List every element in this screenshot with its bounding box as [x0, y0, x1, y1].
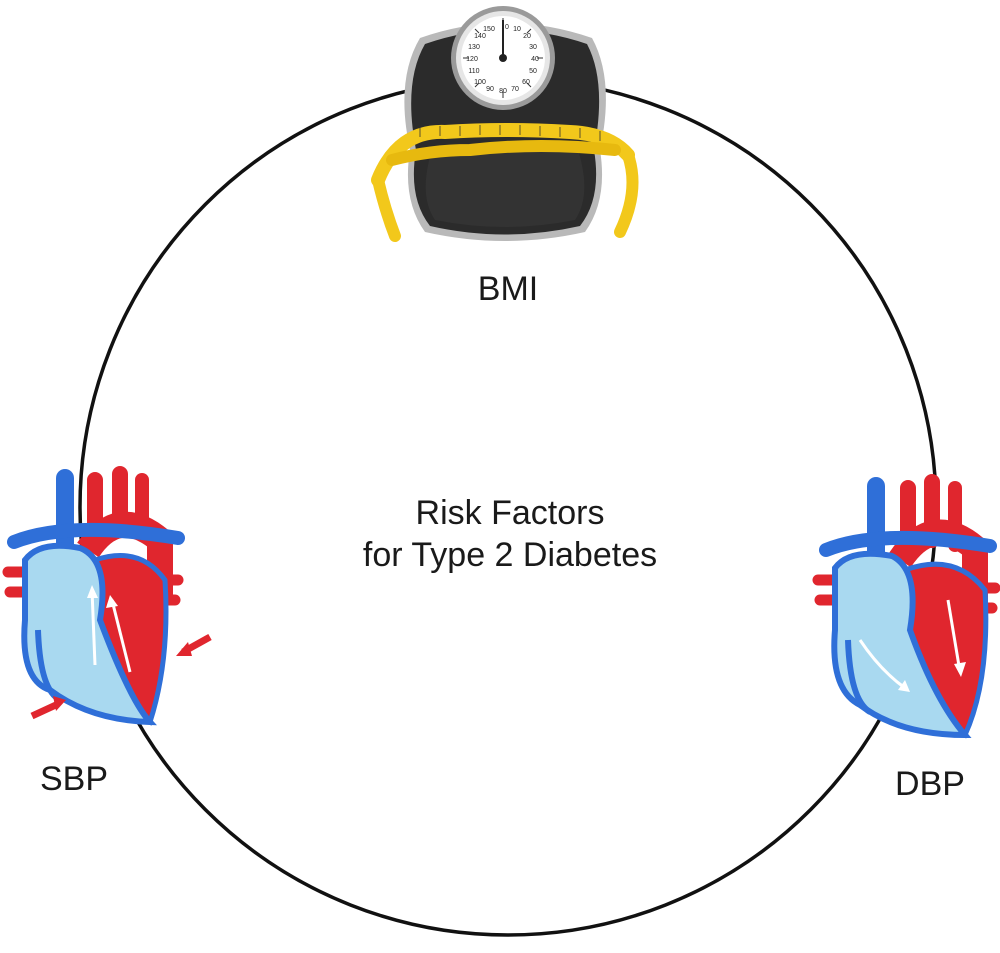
- dial-number: 130: [468, 44, 480, 51]
- heart-diastole-icon: [812, 474, 1000, 739]
- center-title-line2: for Type 2 Diabetes: [362, 536, 658, 574]
- dbp-label: DBP: [895, 765, 965, 803]
- dial-number: 50: [529, 68, 537, 75]
- center-title-line1: Risk Factors: [415, 494, 605, 532]
- dial-number: 0: [505, 24, 509, 31]
- dial-number: 140: [474, 33, 486, 40]
- dial-number: 100: [474, 79, 486, 86]
- dial-number: 20: [523, 33, 531, 40]
- heart-systole-icon: [2, 466, 212, 726]
- center-title: Risk Factors for Type 2 Diabetes: [300, 492, 720, 576]
- dial-number: 120: [466, 56, 478, 63]
- dial-number: 40: [531, 56, 539, 63]
- dial-number: 80: [499, 88, 507, 95]
- bathroom-scale-with-tape-measure-icon: 150 0 10 20 30 40 50 60 70 80 90 100 110…: [371, 6, 639, 242]
- dial-number: 150: [483, 26, 495, 33]
- dial-number: 60: [522, 79, 530, 86]
- dial-number: 90: [486, 86, 494, 93]
- dial-number: 110: [468, 68, 479, 75]
- dial-number: 70: [511, 86, 519, 93]
- bmi-label: BMI: [477, 270, 539, 308]
- dial-number: 10: [513, 26, 521, 33]
- dial-number: 30: [529, 44, 537, 51]
- sbp-label: SBP: [39, 760, 109, 798]
